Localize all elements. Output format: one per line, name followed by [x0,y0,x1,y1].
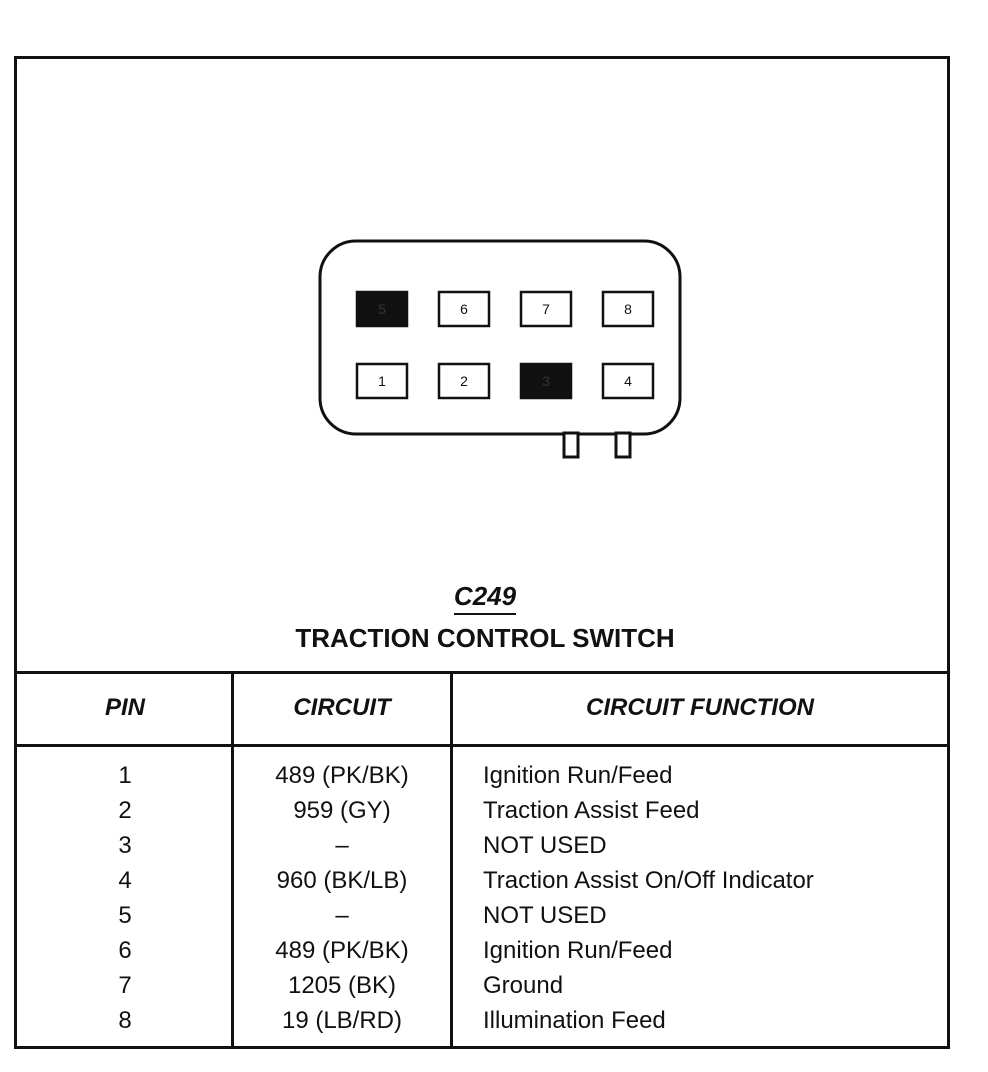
connector-tab-left [562,431,580,459]
pin-cell: 5 [118,902,132,929]
function-cell: NOT USED [483,832,607,859]
pin-cavity-8 [601,290,655,328]
function-cell: Ignition Run/Feed [483,762,673,789]
pin-label-1: 1 [378,373,386,389]
column-divider-1 [231,674,234,1049]
table-row: 8 19 (LB/RD) Illumination Feed [17,1007,947,1042]
table-row: 6 489 (PK/BK) Ignition Run/Feed [17,937,947,972]
pin-cell: 6 [118,937,132,964]
pin-cell: 4 [118,867,132,894]
function-cell: Traction Assist Feed [483,797,700,824]
circuit-cell: 960 (BK/LB) [276,867,408,894]
table-row: 3 – NOT USED [17,832,947,867]
pin-cell: 3 [118,832,132,859]
pinout-table: PIN CIRCUIT CIRCUIT FUNCTION 1 489 (PK/BK… [17,671,947,1049]
pin-cavities: 5 6 7 8 1 2 3 4 [355,290,655,400]
table-body: 1 489 (PK/BK) Ignition Run/Feed 2 959 (GY) Tr… [17,762,947,1042]
pin-cell: 7 [118,972,132,999]
pin-label-8: 8 [624,301,632,317]
connector-id: C249 [17,581,953,615]
connector-area: 5 6 7 8 1 2 3 4 C249 TRACTION CONTROL SWITCH [17,59,953,673]
connector-name: TRACTION CONTROL SWITCH [295,623,675,653]
function-cell: Ignition Run/Feed [483,937,673,964]
table-row: 1 489 (PK/BK) Ignition Run/Feed [17,762,947,797]
circuit-cell: 489 (PK/BK) [275,762,409,789]
circuit-cell: – [335,832,349,859]
connector-drawing: 5 6 7 8 1 2 3 4 [318,239,682,459]
connector-tab-right [614,431,632,459]
header-circuit: CIRCUIT [293,694,391,721]
function-cell: Traction Assist On/Off Indicator [483,867,814,894]
pin-label-6: 6 [460,301,468,317]
function-cell: NOT USED [483,902,607,929]
connector-id-text: C249 [453,581,517,615]
pin-label-7: 7 [542,301,550,317]
header-circuit-function: CIRCUIT FUNCTION [586,694,814,721]
pin-cell: 2 [118,797,132,824]
pin-cell: 8 [118,1007,132,1034]
diagram-frame: 5 6 7 8 1 2 3 4 C249 TRACTION CONTROL SWITCH PI… [14,56,950,1049]
pin-cavity-2 [437,362,491,400]
pin-cavity-1 [355,362,409,400]
pin-cavity-7 [519,290,573,328]
table-row: 5 – NOT USED [17,902,947,937]
pin-cavity-6 [437,290,491,328]
pin-label-4: 4 [624,373,632,389]
pin-cavity-5 [355,290,409,328]
circuit-cell: 489 (PK/BK) [275,937,409,964]
pin-label-5: 5 [378,301,386,317]
pin-label-2: 2 [460,373,468,389]
pin-cavity-3 [519,362,573,400]
header-pin: PIN [104,694,145,721]
circuit-cell: – [335,902,349,929]
circuit-cell: 959 (GY) [293,797,391,824]
pin-cell: 1 [118,762,132,789]
column-divider-2 [450,674,453,1049]
pin-cavity-4 [601,362,655,400]
circuit-cell: 19 (LB/RD) [281,1007,403,1034]
connector-body [318,239,682,436]
table-row: 4 960 (BK/LB) Traction Assist On/Off Indic… [17,867,947,902]
table-header-row: PIN CIRCUIT CIRCUIT FUNCTION [17,674,947,747]
function-cell: Illumination Feed [483,1007,666,1034]
table-row: 2 959 (GY) Traction Assist Feed [17,797,947,832]
function-cell: Ground [483,972,564,999]
pin-label-3: 3 [542,373,550,389]
table-row: 7 1205 (BK) Ground [17,972,947,1007]
circuit-cell: 1205 (BK) [287,972,397,999]
